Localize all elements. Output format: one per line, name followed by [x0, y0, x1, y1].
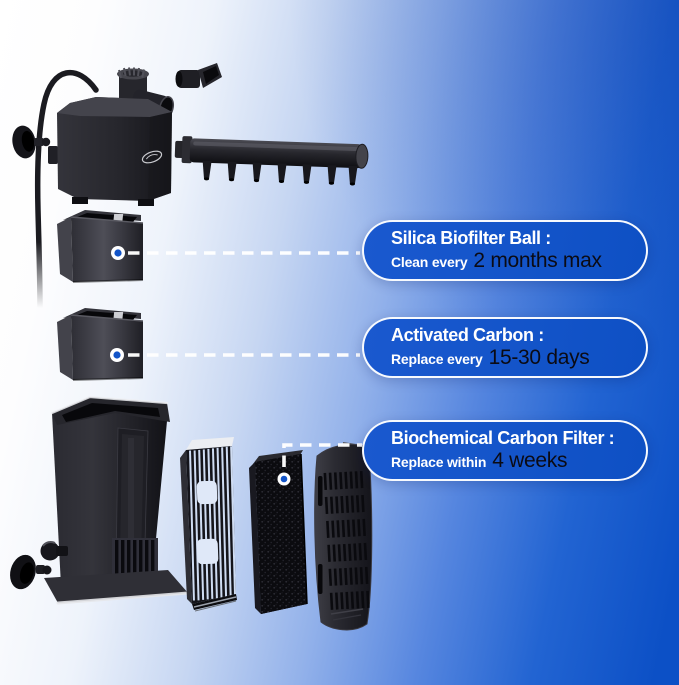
callout-schedule: Replace every 15-30 days	[391, 346, 638, 370]
carbon-sponge	[249, 450, 308, 614]
spray-bar	[174, 136, 369, 186]
biofilter-cartridge	[56, 209, 144, 283]
callout-value: 15-30 days	[488, 346, 590, 370]
callout-title: Biochemical Carbon Filter :	[391, 427, 615, 448]
brand-logo	[141, 150, 163, 164]
carbon-cartridge	[56, 307, 144, 381]
callout-prefix: Replace every	[391, 351, 483, 368]
callout-title: Silica Biofilter Ball :	[391, 227, 551, 248]
vented-cover	[314, 442, 373, 631]
callout-title: Activated Carbon :	[391, 324, 544, 345]
callout-value: 4 weeks	[492, 449, 568, 473]
filter-housing	[44, 395, 190, 605]
callout-value: 2 months max	[473, 249, 602, 273]
callout-prefix: Clean every	[391, 254, 468, 271]
pump-suction-cup	[12, 125, 51, 159]
power-cord	[34, 70, 99, 311]
housing-suction-cup	[10, 541, 68, 590]
frame-plate	[180, 437, 237, 612]
water-pump	[48, 67, 175, 206]
callout-biochemical-carbon-filter: Biochemical Carbon Filter : Replace with…	[362, 420, 648, 481]
callout-activated-carbon: Activated Carbon : Replace every 15-30 d…	[362, 317, 648, 378]
part-marker	[110, 246, 291, 486]
callout-connectors	[128, 251, 362, 467]
callout-prefix: Replace within	[391, 454, 487, 471]
callout-silica-biofilter-ball: Silica Biofilter Ball : Clean every 2 mo…	[362, 220, 648, 281]
callout-schedule: Clean every 2 months max	[391, 249, 638, 273]
callout-schedule: Replace within 4 weeks	[391, 449, 638, 473]
outlet-nozzle	[175, 63, 222, 88]
